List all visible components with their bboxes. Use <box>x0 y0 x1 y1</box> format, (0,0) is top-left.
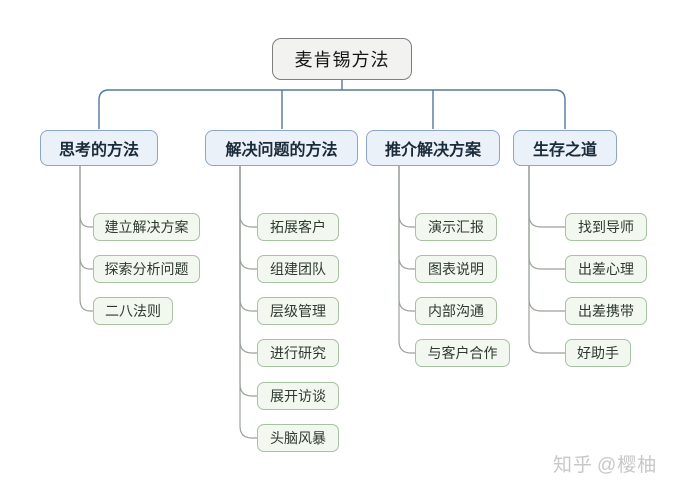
connector <box>79 166 93 312</box>
branch-node-survival: 生存之道 <box>513 130 617 166</box>
watermark-site: 知乎 <box>553 455 594 476</box>
leaf-node-80-20-rule: 二八法则 <box>93 297 173 325</box>
leaf-node-explore-analyze-problems: 探索分析问题 <box>93 255 200 283</box>
leaf-node-chart-explanation: 图表说明 <box>415 255 497 283</box>
leaf-node-expand-clients: 拓展客户 <box>257 213 339 241</box>
connector <box>398 166 415 228</box>
branch-node-thinking-methods: 思考的方法 <box>40 130 158 166</box>
leaf-node-brainstorming: 头脑风暴 <box>257 424 339 452</box>
leaf-connectors <box>79 166 565 439</box>
leaf-node-conduct-interviews: 展开访谈 <box>257 382 339 410</box>
connector <box>398 166 415 312</box>
connector <box>398 166 415 354</box>
connector <box>79 166 93 228</box>
leaf-node-client-cooperation: 与客户合作 <box>415 339 510 367</box>
leaf-node-good-assistant: 好助手 <box>565 339 631 367</box>
connector <box>239 166 257 439</box>
root-node-mckinsey-method: 麦肯锡方法 <box>272 38 412 80</box>
branch-node-problem-solving-methods: 解决问题的方法 <box>205 130 358 166</box>
leaf-node-internal-communication: 内部沟通 <box>415 297 497 325</box>
connector <box>98 89 566 129</box>
connector <box>528 166 565 270</box>
connector <box>239 166 257 228</box>
connector <box>239 166 257 354</box>
leaf-node-build-solutions: 建立解决方案 <box>93 213 200 241</box>
leaf-node-find-mentor: 找到导师 <box>565 213 647 241</box>
connector <box>528 166 565 354</box>
connector <box>79 166 93 270</box>
connector <box>239 166 257 312</box>
leaf-node-travel-mindset: 出差心理 <box>565 255 647 283</box>
watermark-author: @樱柚 <box>597 455 658 476</box>
leaf-node-hierarchy-management: 层级管理 <box>257 297 339 325</box>
leaf-node-presentation-report: 演示汇报 <box>415 213 497 241</box>
zhihu-watermark: 知乎@樱柚 <box>553 450 661 477</box>
leaf-node-travel-packing: 出差携带 <box>565 297 647 325</box>
connector <box>528 166 565 228</box>
branch-node-pitching-solutions: 推介解决方案 <box>366 130 500 166</box>
connector <box>239 166 257 270</box>
root-branch-connectors <box>98 80 566 129</box>
connector <box>239 166 257 397</box>
connector <box>398 166 415 270</box>
leaf-node-build-team: 组建团队 <box>257 255 339 283</box>
connector <box>528 166 565 312</box>
leaf-node-conduct-research: 进行研究 <box>257 339 339 367</box>
